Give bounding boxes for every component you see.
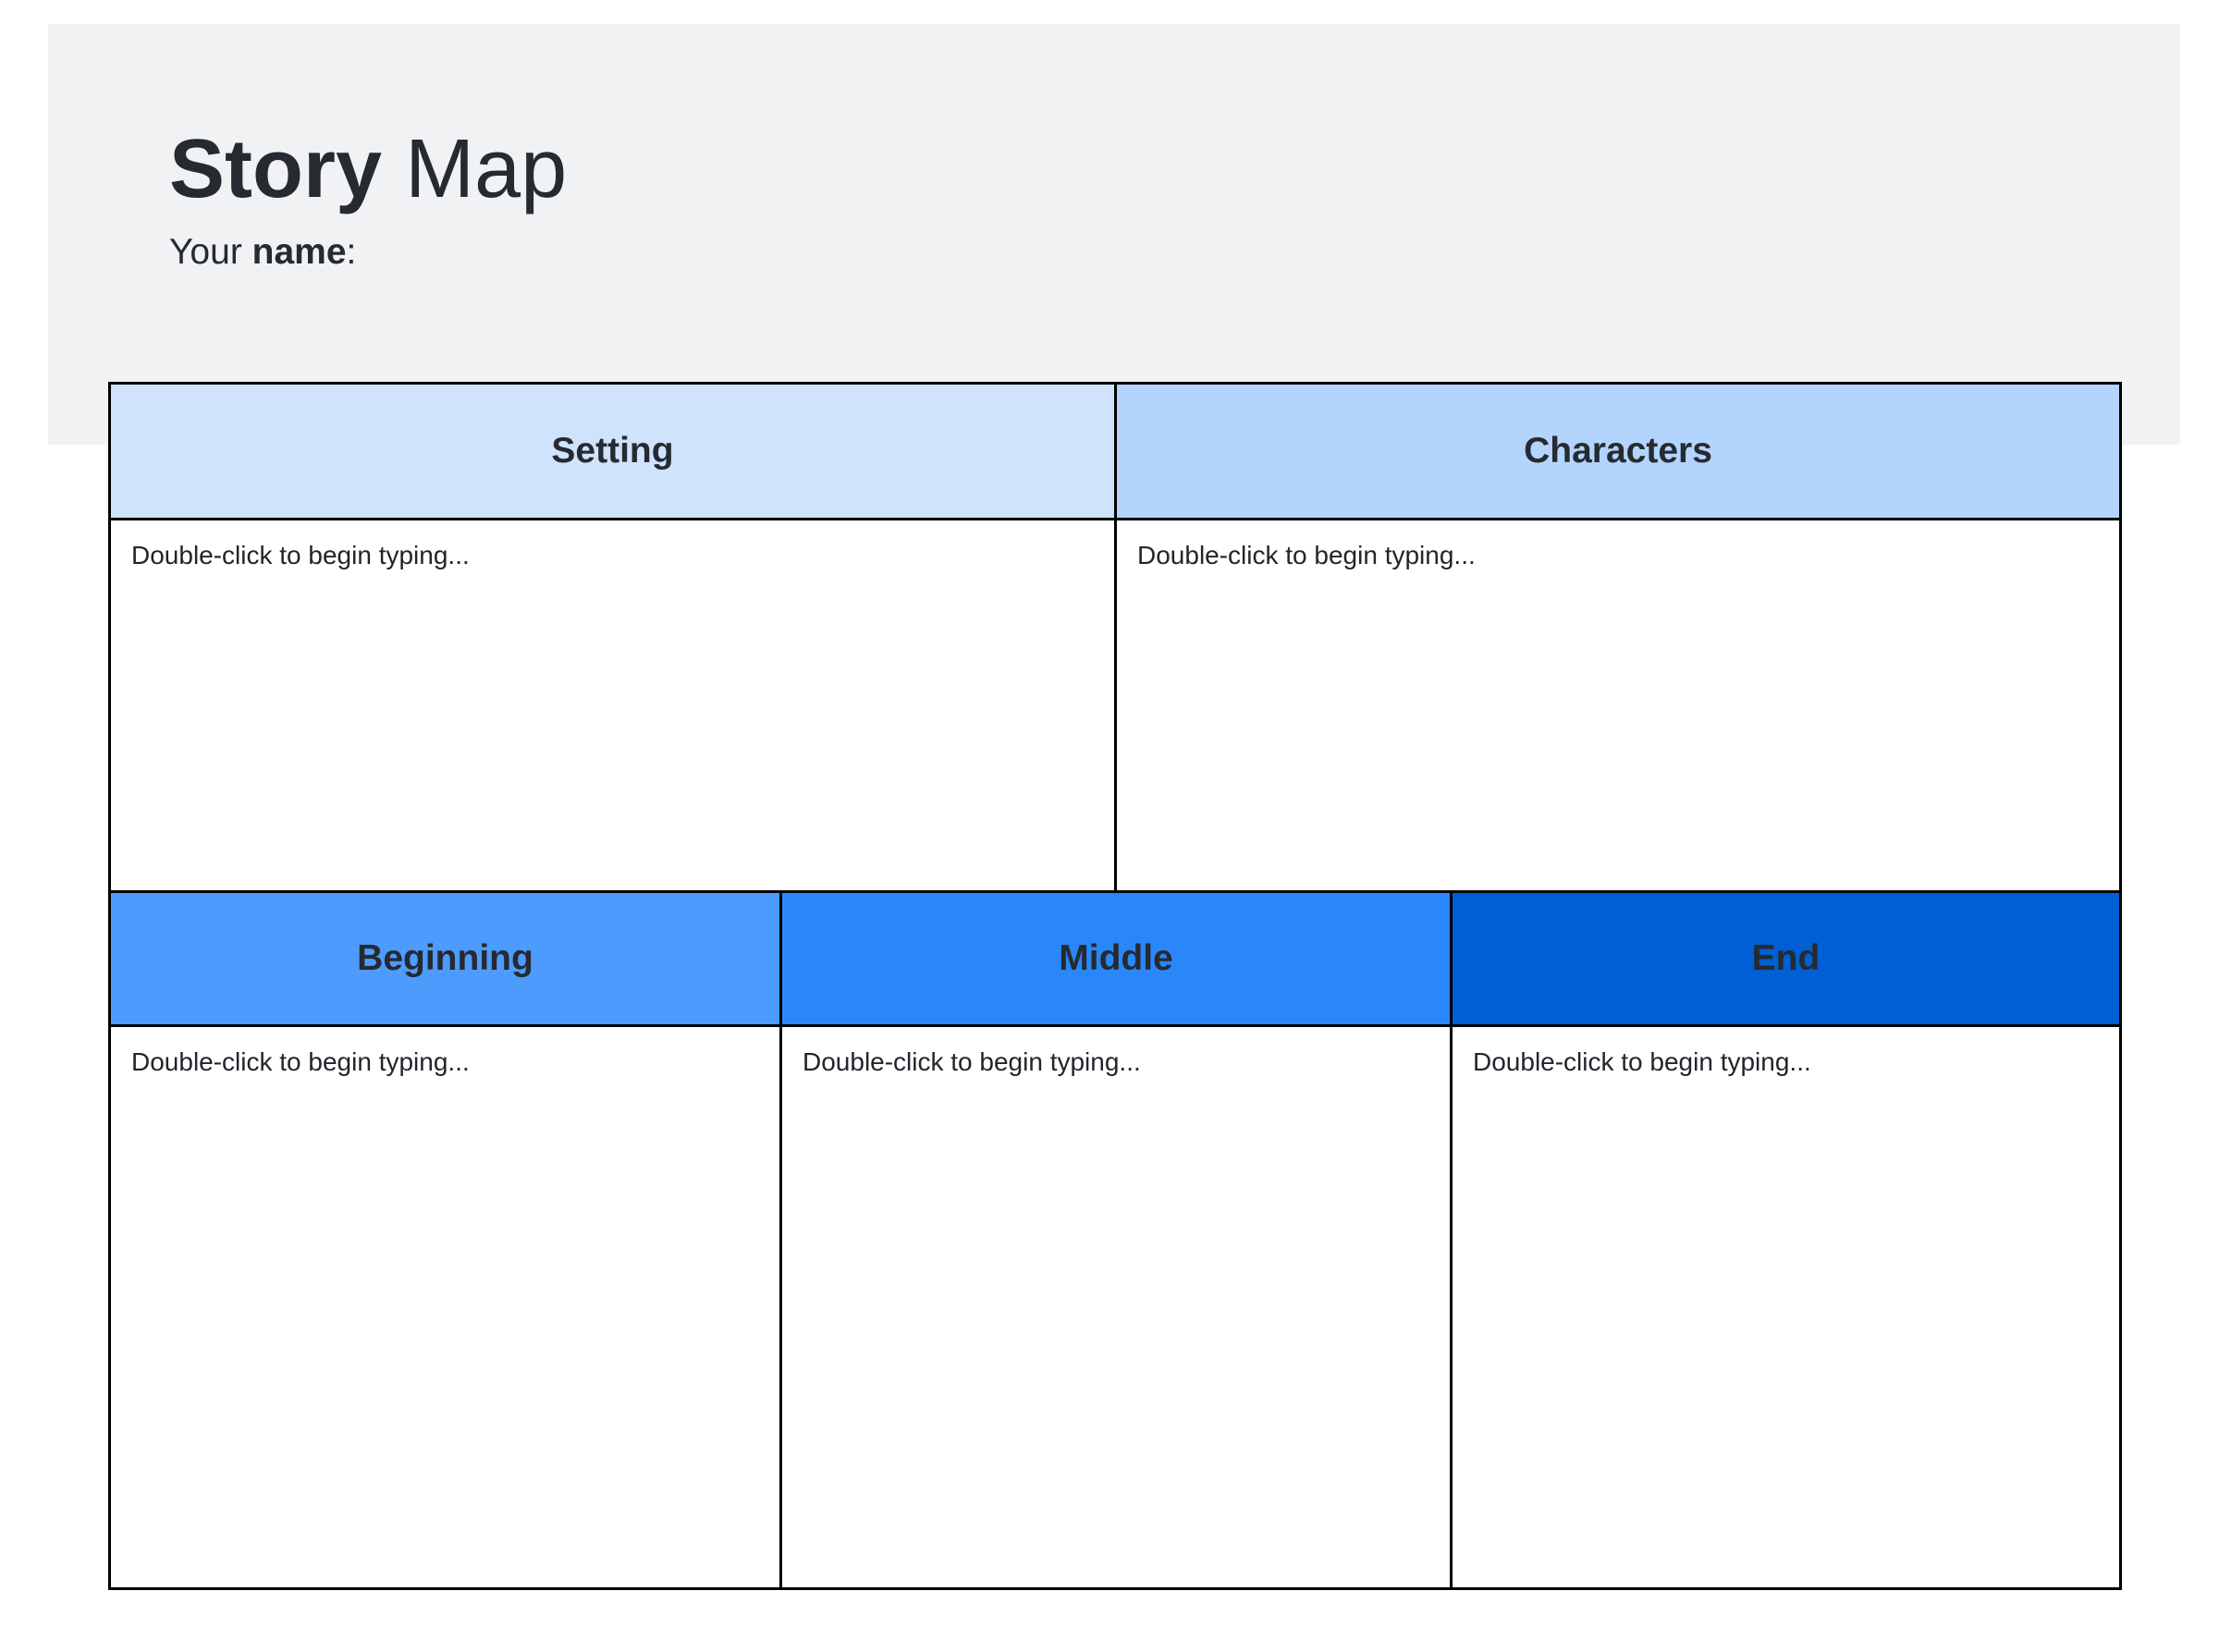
characters-header: Characters xyxy=(1114,382,2122,520)
title-bold: Story xyxy=(169,123,383,215)
end-placeholder: Double-click to begin typing... xyxy=(1473,1047,1811,1076)
beginning-label: Beginning xyxy=(357,938,533,978)
beginning-placeholder: Double-click to begin typing... xyxy=(131,1047,470,1076)
middle-label: Middle xyxy=(1059,938,1173,978)
setting-text-area[interactable]: Double-click to begin typing... xyxy=(108,518,1117,893)
beginning-text-area[interactable]: Double-click to begin typing... xyxy=(108,1024,782,1590)
characters-label: Characters xyxy=(1524,431,1712,471)
name-prefix: Your xyxy=(169,232,252,272)
characters-placeholder: Double-click to begin typing... xyxy=(1137,541,1476,569)
characters-text-area[interactable]: Double-click to begin typing... xyxy=(1114,518,2122,893)
end-header: End xyxy=(1450,890,2122,1027)
end-text-area[interactable]: Double-click to begin typing... xyxy=(1450,1024,2122,1590)
setting-placeholder: Double-click to begin typing... xyxy=(131,541,470,569)
page-title: Story Map xyxy=(169,118,567,220)
middle-placeholder: Double-click to begin typing... xyxy=(803,1047,1141,1076)
name-label[interactable]: Your name: xyxy=(169,229,356,275)
name-bold: name xyxy=(251,232,347,272)
header-panel xyxy=(48,24,2180,445)
middle-text-area[interactable]: Double-click to begin typing... xyxy=(779,1024,1453,1590)
setting-header: Setting xyxy=(108,382,1117,520)
name-suffix: : xyxy=(346,232,357,272)
end-label: End xyxy=(1751,938,1821,978)
setting-label: Setting xyxy=(551,431,674,471)
title-regular: Map xyxy=(405,123,568,215)
middle-header: Middle xyxy=(779,890,1453,1027)
beginning-header: Beginning xyxy=(108,890,782,1027)
